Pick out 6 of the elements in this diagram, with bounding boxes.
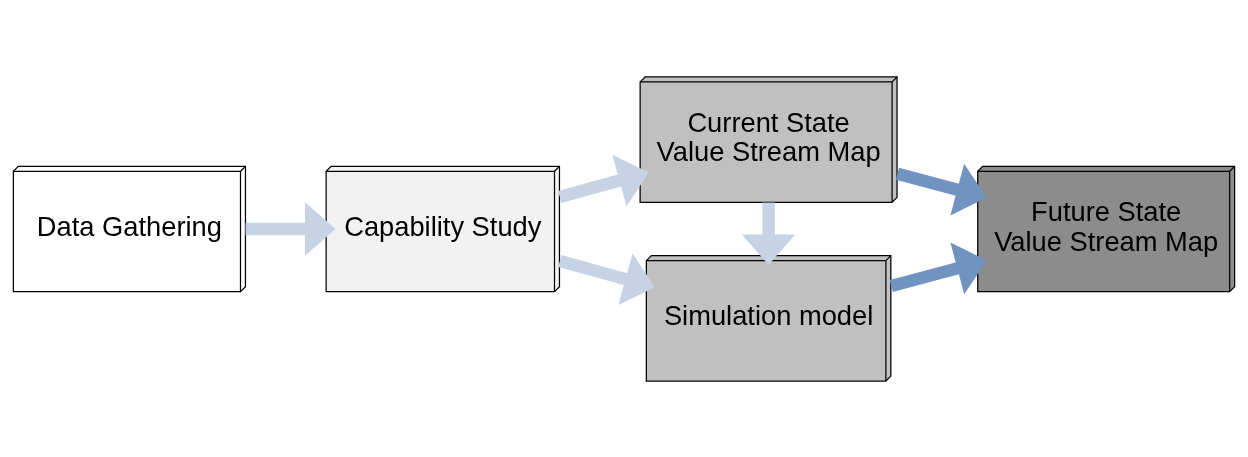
arrow xyxy=(889,242,987,294)
arrow xyxy=(741,202,796,265)
arrow xyxy=(558,154,649,206)
arrow xyxy=(558,252,655,305)
arrow xyxy=(245,201,336,256)
arrow xyxy=(895,163,987,215)
